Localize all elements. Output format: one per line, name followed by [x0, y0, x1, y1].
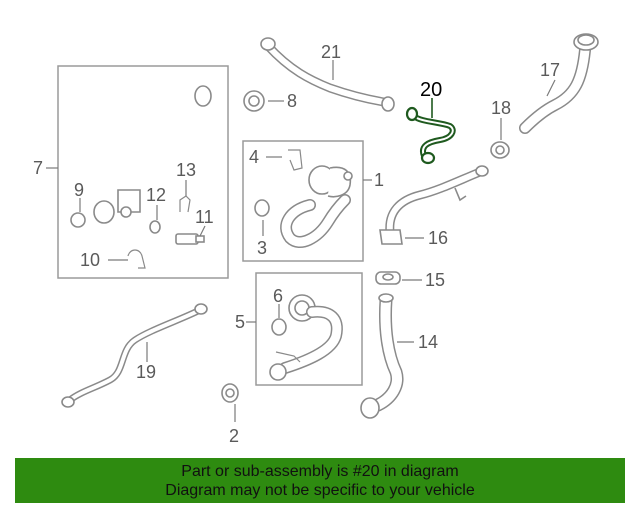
- group-box-7: [57, 65, 229, 279]
- part-1-housing[interactable]: [280, 165, 353, 248]
- callout-14: 14: [418, 332, 438, 352]
- part-20-hose-highlight[interactable]: [405, 106, 456, 165]
- callout-9: 9: [74, 180, 84, 200]
- banner-line-1: Part or sub-assembly is #20 in diagram: [181, 463, 459, 480]
- part-17-pipe[interactable]: [519, 33, 599, 134]
- callout-5: 5: [235, 312, 245, 332]
- part-21-pipe[interactable]: [260, 37, 395, 112]
- part-5-housing[interactable]: [269, 294, 343, 381]
- part-14-hose[interactable]: [360, 293, 404, 419]
- part-16-pipe[interactable]: [379, 165, 489, 245]
- part-7-hose[interactable]: [93, 74, 212, 224]
- part-8-clamp[interactable]: [243, 90, 265, 112]
- callout-13: 13: [176, 160, 196, 180]
- callout-19: 19: [136, 362, 156, 382]
- group-box-1: [242, 140, 364, 262]
- callout-16: 16: [428, 228, 448, 248]
- callout-2: 2: [229, 426, 239, 446]
- part-19-pipe[interactable]: [61, 303, 208, 408]
- part-9-ring[interactable]: [70, 212, 86, 228]
- part-3-ring[interactable]: [254, 199, 270, 217]
- group-box-5: [255, 272, 363, 386]
- callout-12: 12: [146, 185, 166, 205]
- part-10-hose[interactable]: [127, 249, 146, 269]
- callout-18: 18: [491, 98, 511, 118]
- part-18-clamp[interactable]: [490, 141, 510, 159]
- part-4-clip[interactable]: [288, 149, 303, 171]
- part-2-clamp[interactable]: [221, 383, 239, 403]
- callout-3: 3: [257, 238, 267, 258]
- callout-17: 17: [540, 60, 560, 80]
- part-13-clip[interactable]: [179, 195, 191, 213]
- callout-10: 10: [80, 250, 100, 270]
- callout-20: 20: [420, 79, 442, 101]
- callout-1: 1: [374, 170, 384, 190]
- callout-8: 8: [287, 91, 297, 111]
- callout-6: 6: [273, 286, 283, 306]
- info-banner: Part or sub-assembly is #20 in diagram D…: [15, 458, 625, 503]
- part-15-clamp[interactable]: [375, 271, 401, 285]
- callout-15: 15: [425, 270, 445, 290]
- callout-11: 11: [195, 207, 214, 227]
- parts-diagram: 1 2 3 4 5 6 7 8 9 10 11 12 13 14 15 16 1…: [33, 33, 599, 446]
- banner-line-2: Diagram may not be specific to your vehi…: [165, 482, 475, 499]
- part-12-ring[interactable]: [149, 220, 161, 234]
- callout-4: 4: [249, 147, 259, 167]
- part-6-ring[interactable]: [271, 318, 287, 336]
- callout-21: 21: [321, 42, 341, 62]
- callout-7: 7: [33, 158, 43, 178]
